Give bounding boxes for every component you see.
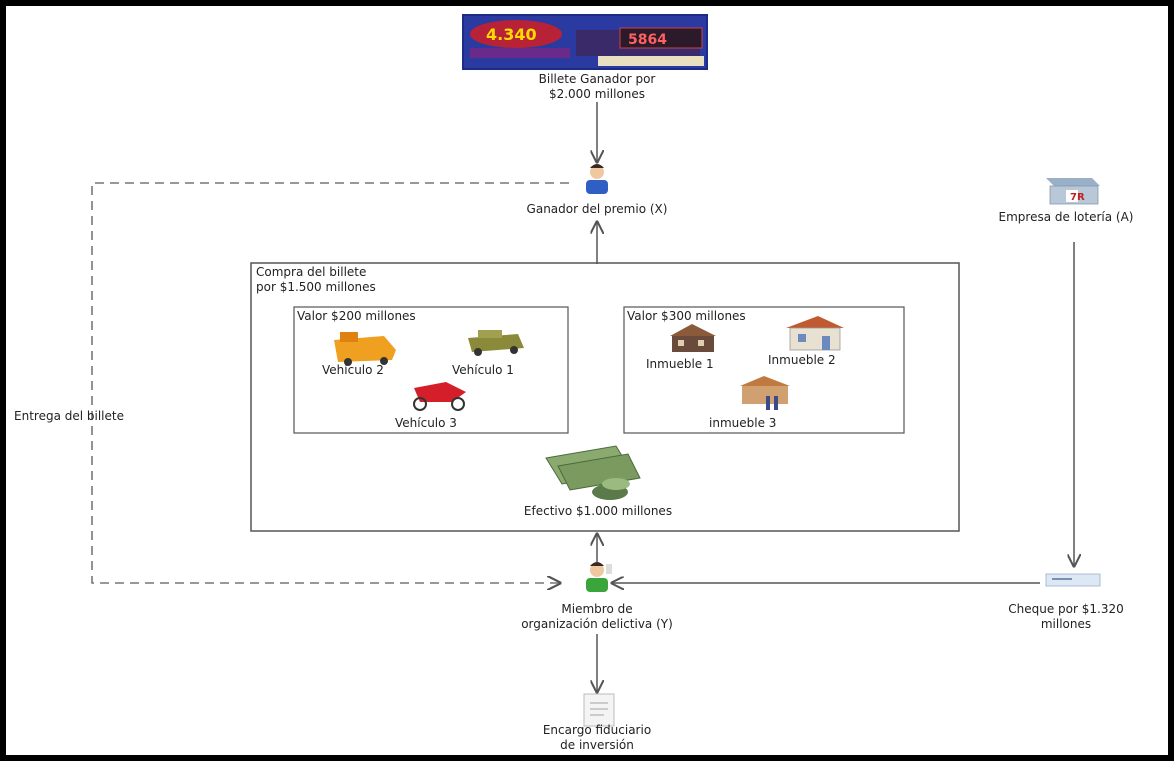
property-3-label: inmueble 3 bbox=[709, 416, 777, 430]
property-1-label: Inmueble 1 bbox=[646, 357, 714, 371]
vehicle-3-label: Vehículo 3 bbox=[395, 416, 457, 430]
ticket-number: 5864 bbox=[628, 32, 667, 48]
member-label-line2: organización delictiva (Y) bbox=[521, 617, 673, 631]
cash-icon bbox=[545, 445, 641, 500]
winner-person-icon bbox=[586, 164, 608, 194]
diagram-canvas: 4.340 5864 bbox=[6, 6, 1168, 755]
purchase-title: Compra del billete por $1.500 millones bbox=[256, 265, 376, 295]
trust-document-icon bbox=[583, 693, 615, 727]
properties-box-title: Valor $300 millones bbox=[627, 309, 746, 323]
cash-label: Efectivo $1.000 millones bbox=[523, 504, 673, 518]
cheque-label: Cheque por $1.320 millones bbox=[966, 602, 1166, 632]
purchase-title-line2: por $1.500 millones bbox=[256, 280, 376, 294]
trust-label-line2: de inversión bbox=[560, 738, 634, 752]
ticket-label: Billete Ganador por $2.000 millones bbox=[497, 72, 697, 102]
member-label: Miembro de organización delictiva (Y) bbox=[477, 602, 717, 632]
property-3-icon bbox=[740, 376, 790, 410]
vehicle-3-icon bbox=[413, 382, 466, 411]
dashed-ticket-delivery-path bbox=[91, 182, 569, 583]
property-1-icon bbox=[670, 324, 716, 352]
vehicles-box-title: Valor $200 millones bbox=[297, 309, 416, 323]
purchase-box bbox=[250, 262, 960, 532]
member-person-icon bbox=[586, 562, 612, 592]
cheque-label-line2: millones bbox=[1040, 617, 1092, 631]
cheque-icon bbox=[1045, 573, 1101, 587]
lottery-company-icon: 7R bbox=[1046, 178, 1100, 205]
purchase-title-line1: Compra del billete bbox=[256, 265, 367, 279]
vehicle-1-label: Vehículo 1 bbox=[452, 363, 514, 377]
diagram-graphics: 4.340 5864 bbox=[91, 14, 1101, 727]
property-2-icon bbox=[786, 316, 844, 351]
property-2-label: Inmueble 2 bbox=[768, 353, 836, 367]
winner-label: Ganador del premio (X) bbox=[526, 202, 668, 216]
lottery-ticket-icon: 4.340 5864 bbox=[462, 14, 708, 70]
cheque-label-line1: Cheque por $1.320 bbox=[1008, 602, 1124, 616]
vehicles-box bbox=[293, 306, 569, 434]
ticket-label-line2: $2.000 millones bbox=[548, 87, 646, 101]
vehicle-2-icon bbox=[334, 332, 396, 366]
vehicle-2-label: Vehículo 2 bbox=[322, 363, 384, 377]
lottery-logo-text: 7R bbox=[1070, 192, 1085, 203]
ticket-amount: 4.340 bbox=[486, 25, 537, 44]
properties-box bbox=[623, 306, 905, 434]
ticket-delivery-label: Entrega del billete bbox=[14, 409, 124, 423]
ticket-label-line1: Billete Ganador por bbox=[538, 72, 656, 86]
trust-label: Encargo fiduciario de inversión bbox=[497, 723, 697, 753]
vehicle-1-icon bbox=[468, 330, 524, 356]
trust-label-line1: Encargo fiduciario bbox=[542, 723, 652, 737]
member-label-line1: Miembro de bbox=[561, 602, 633, 616]
lottery-company-label: Empresa de lotería (A) bbox=[998, 210, 1134, 224]
